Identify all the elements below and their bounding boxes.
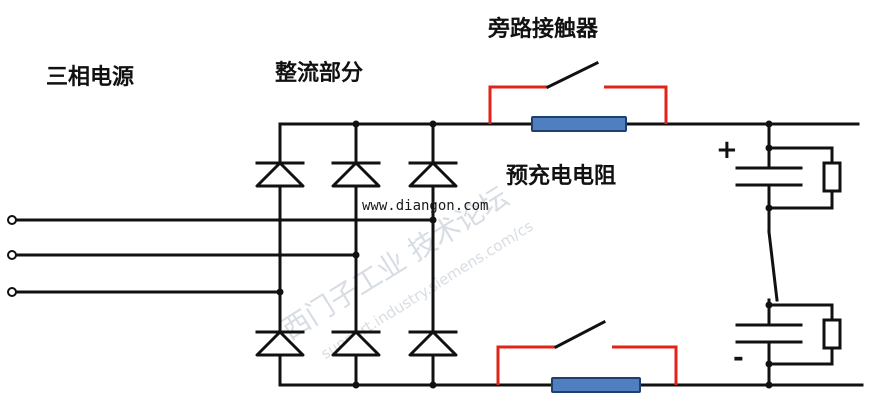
junction-dot (765, 144, 773, 152)
rectifier-bridge (255, 122, 458, 387)
capacitor-lower (735, 323, 803, 344)
dc-link (735, 120, 842, 389)
precharge-resistor-bottom (496, 377, 678, 393)
balance-resistor-lower (767, 303, 842, 366)
label-minus: - (733, 343, 744, 373)
balance-resistor-upper (767, 146, 842, 210)
label-website: www.diangon.com (362, 198, 488, 214)
label-bypass-contactor: 旁路接触器 (487, 16, 599, 42)
terminal-3 (7, 287, 17, 297)
junction-dot (765, 360, 773, 368)
precharge-resistor-top (488, 116, 668, 132)
bypass-contactor-bottom (496, 319, 678, 385)
label-plus: + (716, 135, 738, 165)
diode-upper-2 (331, 161, 381, 188)
bypass-contactor-top (488, 60, 668, 124)
terminal-1 (7, 215, 17, 225)
junction-dot (765, 120, 773, 128)
junction-dot (765, 301, 773, 309)
dc-link-switch (767, 230, 779, 302)
label-rectifier: 整流部分 (275, 60, 363, 86)
diode-upper-3 (408, 161, 458, 188)
junction-dot (765, 381, 773, 389)
diode-lower-2 (331, 330, 381, 357)
three-phase-input (7, 215, 437, 297)
label-three-phase-source: 三相电源 (46, 65, 134, 90)
diode-lower-1 (255, 330, 305, 357)
diode-lower-3 (408, 330, 458, 357)
terminal-2 (7, 250, 17, 260)
capacitor-upper (735, 166, 803, 187)
diode-upper-1 (255, 161, 305, 188)
contactor-switch-blade (545, 60, 600, 90)
label-precharge-resistor: 预充电电阻 (506, 163, 616, 189)
junction-dot (765, 204, 773, 212)
contactor-switch-blade (553, 319, 607, 350)
